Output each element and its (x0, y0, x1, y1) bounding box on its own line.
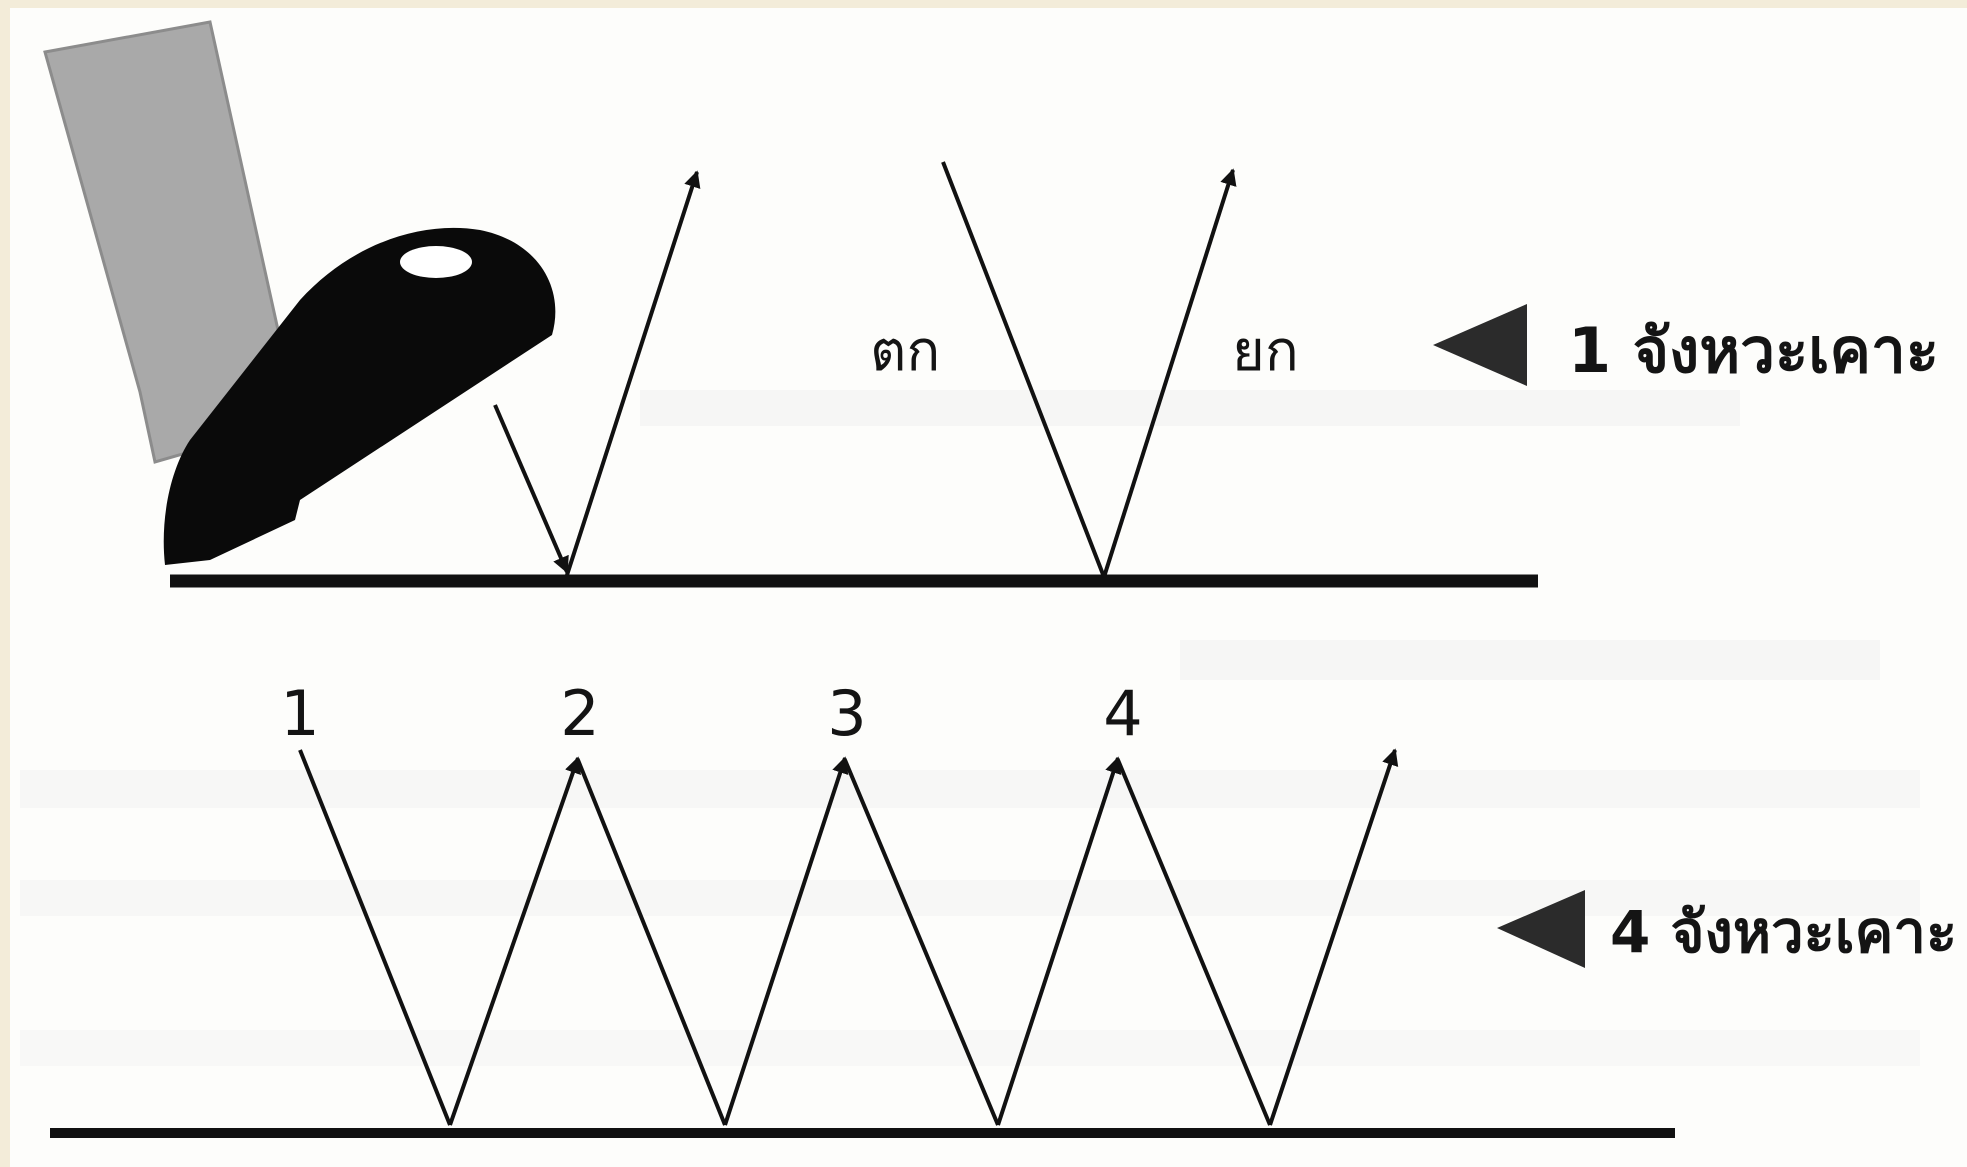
foot-up-arrow (567, 172, 697, 575)
lift-arrow (1104, 170, 1233, 577)
beat-number-4: 4 (1103, 677, 1142, 750)
zigzag-up-2 (725, 758, 845, 1125)
beat-number-3: 3 (827, 677, 866, 750)
fall-line (943, 162, 1104, 577)
left-triangle-pointer-icon (1433, 304, 1527, 386)
tapping-foot-icon (45, 22, 555, 565)
zigzag-down-3 (845, 760, 998, 1125)
top-caption: 1 จังหวะเคาะ (1568, 314, 1939, 387)
zigzag-down-4 (1118, 760, 1270, 1125)
fall-label: ตก (870, 319, 940, 384)
bottom-caption: 4 จังหวะเคาะ (1610, 898, 1957, 966)
foot-down-arrow (495, 405, 567, 572)
zigzag-up-1 (450, 758, 578, 1125)
beat-number-1: 1 (280, 677, 319, 750)
beat-number-2: 2 (560, 677, 599, 750)
zigzag-up-3 (998, 758, 1118, 1125)
lift-label: ยก (1232, 319, 1299, 384)
zigzag-down-2 (578, 760, 725, 1125)
